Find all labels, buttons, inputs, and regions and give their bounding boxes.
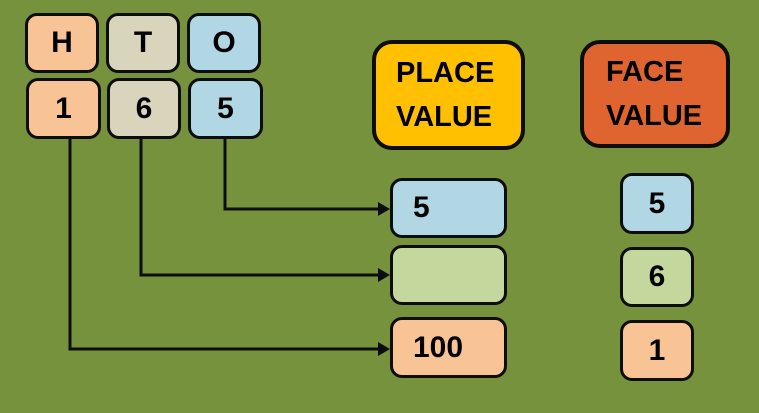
digit-tens: 6 <box>107 78 181 139</box>
arrowhead-tens <box>378 268 390 282</box>
place-value-title-line1: PLACE <box>396 57 495 89</box>
digit-hundreds: 1 <box>26 78 101 139</box>
column-header-tens: T <box>106 13 180 73</box>
face-value-header: FACE VALUE <box>580 40 730 148</box>
face-value-title-line1: FACE <box>606 56 684 88</box>
place-value-title-line2: VALUE <box>396 101 493 133</box>
face-value-tens-box: 6 <box>620 247 694 307</box>
face-value-title-line2: VALUE <box>606 100 703 132</box>
arrowhead-hundreds <box>378 342 390 356</box>
arrow-hundreds <box>68 139 379 351</box>
arrow-ones <box>223 139 379 211</box>
place-value-hundreds-box: 100 <box>390 317 507 378</box>
column-header-ones: O <box>187 13 261 73</box>
place-value-header: PLACE VALUE <box>372 40 525 150</box>
face-value-ones-box: 5 <box>620 173 694 234</box>
place-value-ones-box: 5 <box>390 178 507 238</box>
arrow-tens <box>139 139 379 277</box>
arrowhead-ones <box>378 202 390 216</box>
place-value-tens-box <box>390 245 507 305</box>
column-header-hundreds: H <box>25 13 99 73</box>
face-value-hundreds-box: 1 <box>620 320 694 381</box>
digit-ones: 5 <box>188 78 263 139</box>
